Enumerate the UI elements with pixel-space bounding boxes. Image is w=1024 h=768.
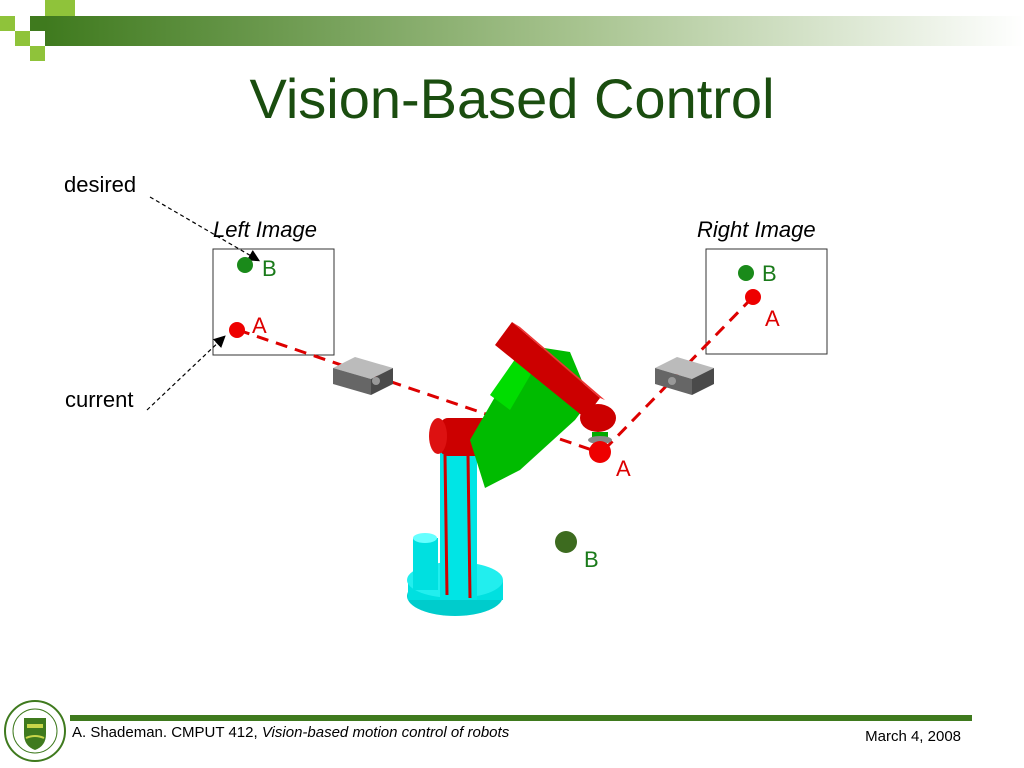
left-point-a-label: A	[252, 313, 267, 338]
right-image-frame	[705, 248, 828, 355]
left-point-a	[229, 322, 245, 338]
robot-arm	[407, 322, 616, 616]
right-point-b-label: B	[762, 261, 777, 286]
footer-divider	[70, 715, 972, 721]
right-point-b	[738, 265, 754, 281]
left-camera	[333, 357, 393, 395]
slide-title: Vision-Based Control	[249, 67, 775, 130]
world-point-b-label: B	[584, 547, 599, 572]
scene-diagram	[146, 196, 828, 616]
footer-author-course: A. Shademan. CMPUT 412,	[72, 724, 258, 741]
desired-label: desired	[64, 172, 137, 197]
world-point-a	[589, 441, 611, 463]
world-point-b	[555, 531, 577, 553]
left-projection-line	[237, 328, 599, 454]
header-decoration	[0, 0, 1024, 61]
left-point-b-label: B	[262, 256, 277, 281]
footer-date: March 4, 2008	[865, 728, 961, 745]
university-seal-logo	[4, 700, 66, 762]
right-image-title: Right Image	[697, 217, 816, 242]
current-label: current	[65, 387, 134, 412]
left-image-title: Left Image	[213, 217, 317, 242]
left-point-b	[237, 257, 253, 273]
right-point-a-label: A	[765, 306, 780, 331]
right-camera	[655, 357, 714, 395]
world-point-a-label: A	[616, 456, 631, 481]
current-arrow	[146, 335, 226, 411]
left-image-frame	[212, 248, 335, 356]
right-point-a	[745, 289, 761, 305]
footer-talk-title: Vision-based motion control of robots	[261, 724, 510, 741]
footer-citation: A. Shademan. CMPUT 412, Vision-based mot…	[72, 724, 509, 741]
